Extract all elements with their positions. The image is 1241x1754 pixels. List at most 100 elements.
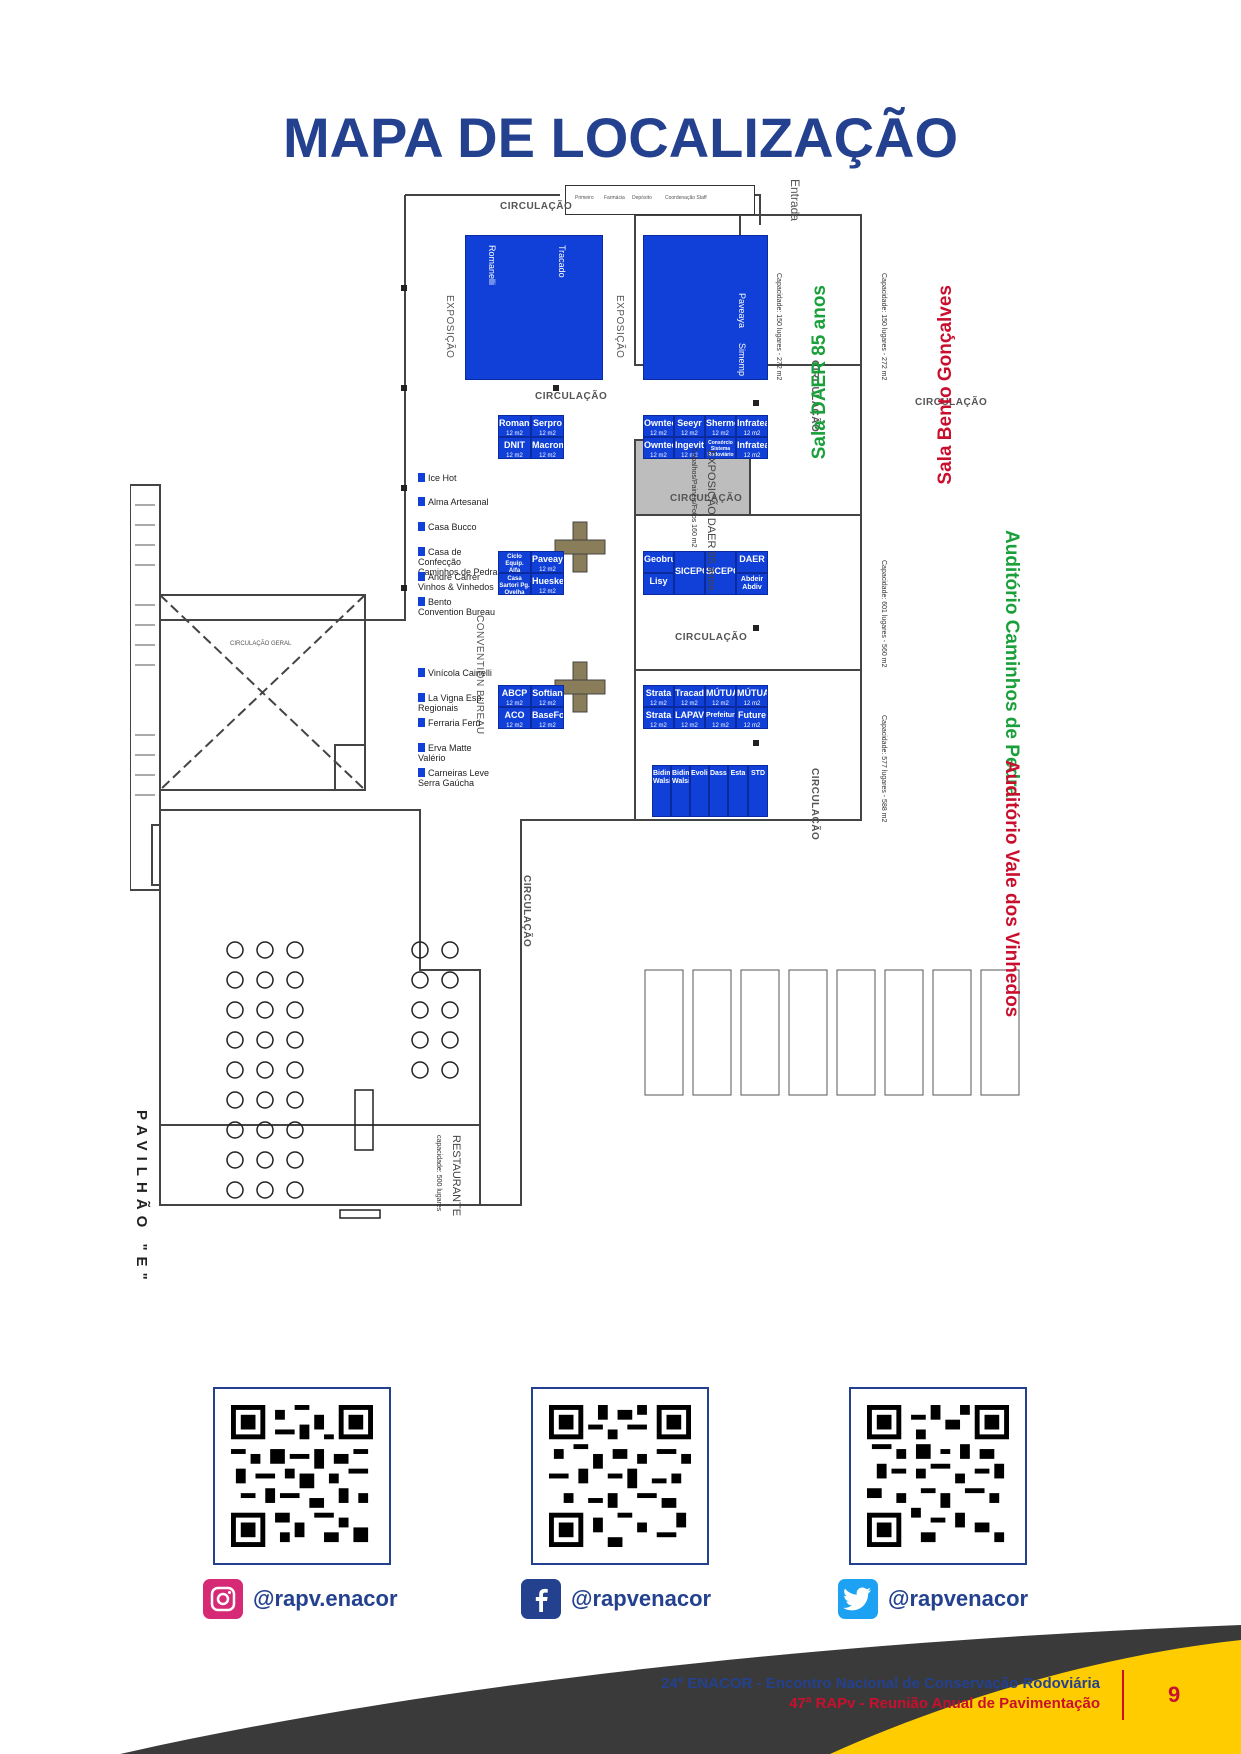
room-sala-daer: Sala DAER 85 anos — [809, 285, 830, 460]
top-service-rooms — [565, 185, 755, 215]
social-instagram[interactable]: @rapv.enacor — [203, 1578, 398, 1620]
qr-code-facebook[interactable] — [531, 1387, 709, 1565]
booth: SICEPOT — [674, 551, 705, 595]
pavilion-label: PAVILHÃO "E" — [133, 1110, 150, 1286]
qr-code-icon — [549, 1405, 691, 1547]
footer-event-line: 47ª RAPv - Reunião Anual de Pavimentação — [789, 1695, 1100, 1712]
big-booth-label: Paveaya — [737, 293, 747, 329]
booth: Paveaya12 m2 — [531, 551, 564, 573]
room-capacity: Capacidade: 150 lugares - 272 m2 — [775, 273, 782, 381]
booth: DAER — [736, 551, 768, 573]
legend-item: Vinícola Cainelli — [418, 668, 498, 678]
room-capacity: capacidade: 500 lugares — [435, 1135, 442, 1212]
legend-item: Alma Artesanal — [418, 497, 498, 507]
twitter-icon — [838, 1579, 878, 1619]
page-title: MAPA DE LOCALIZAÇÃO — [282, 106, 959, 169]
circulation-label: CIRCULAÇÃO — [809, 768, 820, 841]
social-handle: @rapv.enacor — [253, 1586, 398, 1611]
big-booth-label: Simemp — [737, 343, 747, 377]
legend-item: Casa de Confecção Caminhos de Pedra — [418, 547, 498, 577]
booth: Consórcio Sistema Rodoviário — [705, 437, 736, 459]
booth: Ciclo Equip. Alfa Pavimentar — [498, 551, 531, 573]
top-room-label: Farmácia — [604, 195, 625, 201]
booth: Casa Sartori Pg. Ovelha — [498, 573, 531, 595]
qr-code-twitter[interactable] — [849, 1387, 1027, 1565]
circulation-label: CIRCULAÇÃO — [670, 493, 743, 504]
big-booth-block-right — [643, 235, 768, 380]
circulation-label: CIRCULAÇÃO — [500, 201, 573, 212]
qr-code-icon — [867, 1405, 1009, 1547]
booth: Shermed12 m2 — [705, 415, 736, 437]
footer-swoosh — [120, 1625, 1241, 1754]
booth: Infrateat12 m2 — [736, 415, 768, 437]
footer-divider — [1122, 1670, 1124, 1720]
legend-item: Erva Matte Valério — [418, 743, 472, 763]
room-capacity: Capacidade: 577 lugares - 588 m2 — [880, 715, 887, 823]
social-handle: @rapvenacor — [571, 1586, 712, 1611]
social-handle: @rapvenacor — [888, 1586, 1029, 1611]
room-exposicao-daer: EXPOSIÇÃO DAER 85 anos — [705, 450, 717, 591]
room-restaurante: RESTAURANTE — [450, 1135, 462, 1217]
booth: Lisy — [643, 573, 674, 595]
instagram-icon — [203, 1579, 243, 1619]
qr-code-instagram[interactable] — [213, 1387, 391, 1565]
booth: SICEPOT — [705, 551, 736, 595]
booth: Bidim Walsin — [652, 765, 671, 817]
circulation-label: CIRCULAÇÃO — [675, 632, 748, 643]
room-capacity: Capacidade: 601 lugares - 560 m2 — [880, 560, 887, 668]
booth: Abdeir Abdiv — [736, 573, 768, 595]
floor-plan-map: Primeiro Farmácia Depósito Coordenação S… — [130, 179, 1090, 1365]
exposition-label: EXPOSIÇÃO — [444, 295, 455, 359]
booth: Bidim Walsin — [671, 765, 690, 817]
circulation-label: CIRCULAÇÃO — [915, 397, 988, 408]
legend-item: La Vigna Esp. Regionais — [418, 693, 484, 713]
legend-item: Ice Hot — [418, 473, 457, 483]
booth: Geobrugg — [643, 551, 674, 573]
room-sala-bento: Sala Bento Gonçalves — [935, 285, 956, 485]
top-room-label: Coordenação Staff — [665, 195, 707, 201]
booth: BaseForte12 m2 — [531, 707, 564, 729]
big-booth-block-left — [465, 235, 603, 380]
qr-code-icon — [231, 1405, 373, 1547]
booth: Evolio — [690, 765, 709, 817]
booth: Ingevity12 m2 — [674, 437, 705, 459]
exposition-label: EXPOSIÇÃO — [614, 295, 625, 359]
room-capacity: Capacidade: 150 lugares - 272 m2 — [880, 273, 887, 381]
booth: Romanelli12 m2 — [498, 415, 531, 437]
page-number: 9 — [1168, 1682, 1181, 1707]
legend-item: Ferraria Ferri — [418, 718, 498, 728]
legend-item: André Carrer Vinhos & Vinhedos — [418, 572, 494, 592]
booth: Infrateat12 m2 — [736, 437, 768, 459]
booth: Macromaq12 m2 — [531, 437, 564, 459]
circulation-general-label: CIRCULAÇÃO GERAL — [230, 641, 292, 647]
social-facebook[interactable]: @rapvenacor — [521, 1578, 711, 1620]
booth: Tracado12 m2 — [674, 685, 705, 707]
top-room-label: Depósito — [632, 195, 652, 201]
big-booth-label: Tracado — [557, 245, 567, 278]
circulation-label: CIRCULAÇÃO — [521, 875, 532, 948]
room-exposicao-sub: Trabalhos/Painéis/Fotos 160 m2 — [690, 447, 697, 548]
room-auditorio-caminhos: Auditório Caminhos de Pedra — [1001, 530, 1022, 798]
booth: Esta — [728, 765, 748, 817]
social-twitter[interactable]: @rapvenacor — [838, 1578, 1028, 1620]
booth: Dassia — [709, 765, 728, 817]
legend-item: Carneiras Leve Serra Gaúcha — [418, 768, 490, 788]
facebook-icon — [521, 1579, 561, 1619]
legend-item: Bento Convention Bureau — [418, 597, 496, 617]
circulation-label: CIRCULAÇÃO — [535, 391, 608, 402]
footer-event-line: 24º ENACOR - Encontro Nacional de Conser… — [661, 1675, 1100, 1692]
